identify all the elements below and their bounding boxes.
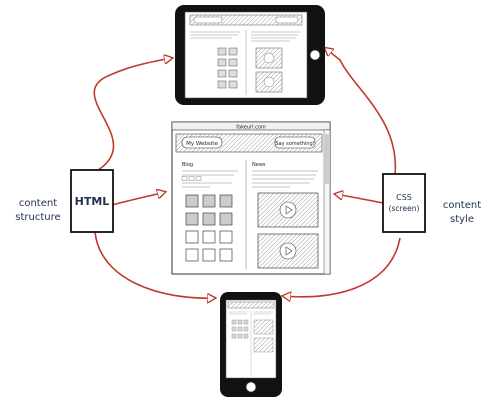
arrow-html-to-tablet xyxy=(93,58,172,173)
phone-video-1 xyxy=(253,319,274,335)
tablet-home-button xyxy=(309,49,321,61)
phone-home-button xyxy=(245,381,257,393)
css-doc-label-line2: (screen) xyxy=(389,204,420,213)
tablet-thumbnail-grid xyxy=(217,47,238,89)
right-caption-line1: content xyxy=(443,200,481,211)
html-document: HTML xyxy=(70,169,114,233)
arrow-css-to-browser xyxy=(335,194,384,204)
browser-titlebar xyxy=(171,121,331,131)
tablet-device xyxy=(175,5,325,105)
left-caption-line2: structure xyxy=(15,212,60,223)
arrow-css-to-phone xyxy=(283,237,401,297)
phone-thumbnail-grid xyxy=(231,319,249,339)
blog-heading: Blog xyxy=(182,162,193,168)
arrow-html-to-browser xyxy=(111,192,165,206)
browser-title: fakeurl.com xyxy=(236,125,266,131)
browser-window: fakeurl.com My Website Say something! Bl… xyxy=(171,121,331,275)
html-doc-label: HTML xyxy=(75,195,110,208)
right-caption-line2: style xyxy=(450,214,474,225)
arrows xyxy=(93,48,401,298)
arrow-css-to-tablet xyxy=(325,48,397,176)
browser-scrollbar-thumb xyxy=(325,134,329,184)
css-document: CSS (screen) xyxy=(382,173,426,233)
phone-video-2 xyxy=(253,337,274,353)
blog-thumbnail-grid xyxy=(185,194,233,262)
left-caption-line1: content xyxy=(19,198,57,209)
news-heading: News xyxy=(252,162,266,168)
arrow-html-to-phone xyxy=(94,231,215,298)
say-something-button: Say something! xyxy=(275,141,314,147)
phone-device xyxy=(220,292,282,397)
css-doc-label-line1: CSS xyxy=(396,193,412,202)
site-title: My Website xyxy=(186,141,218,147)
